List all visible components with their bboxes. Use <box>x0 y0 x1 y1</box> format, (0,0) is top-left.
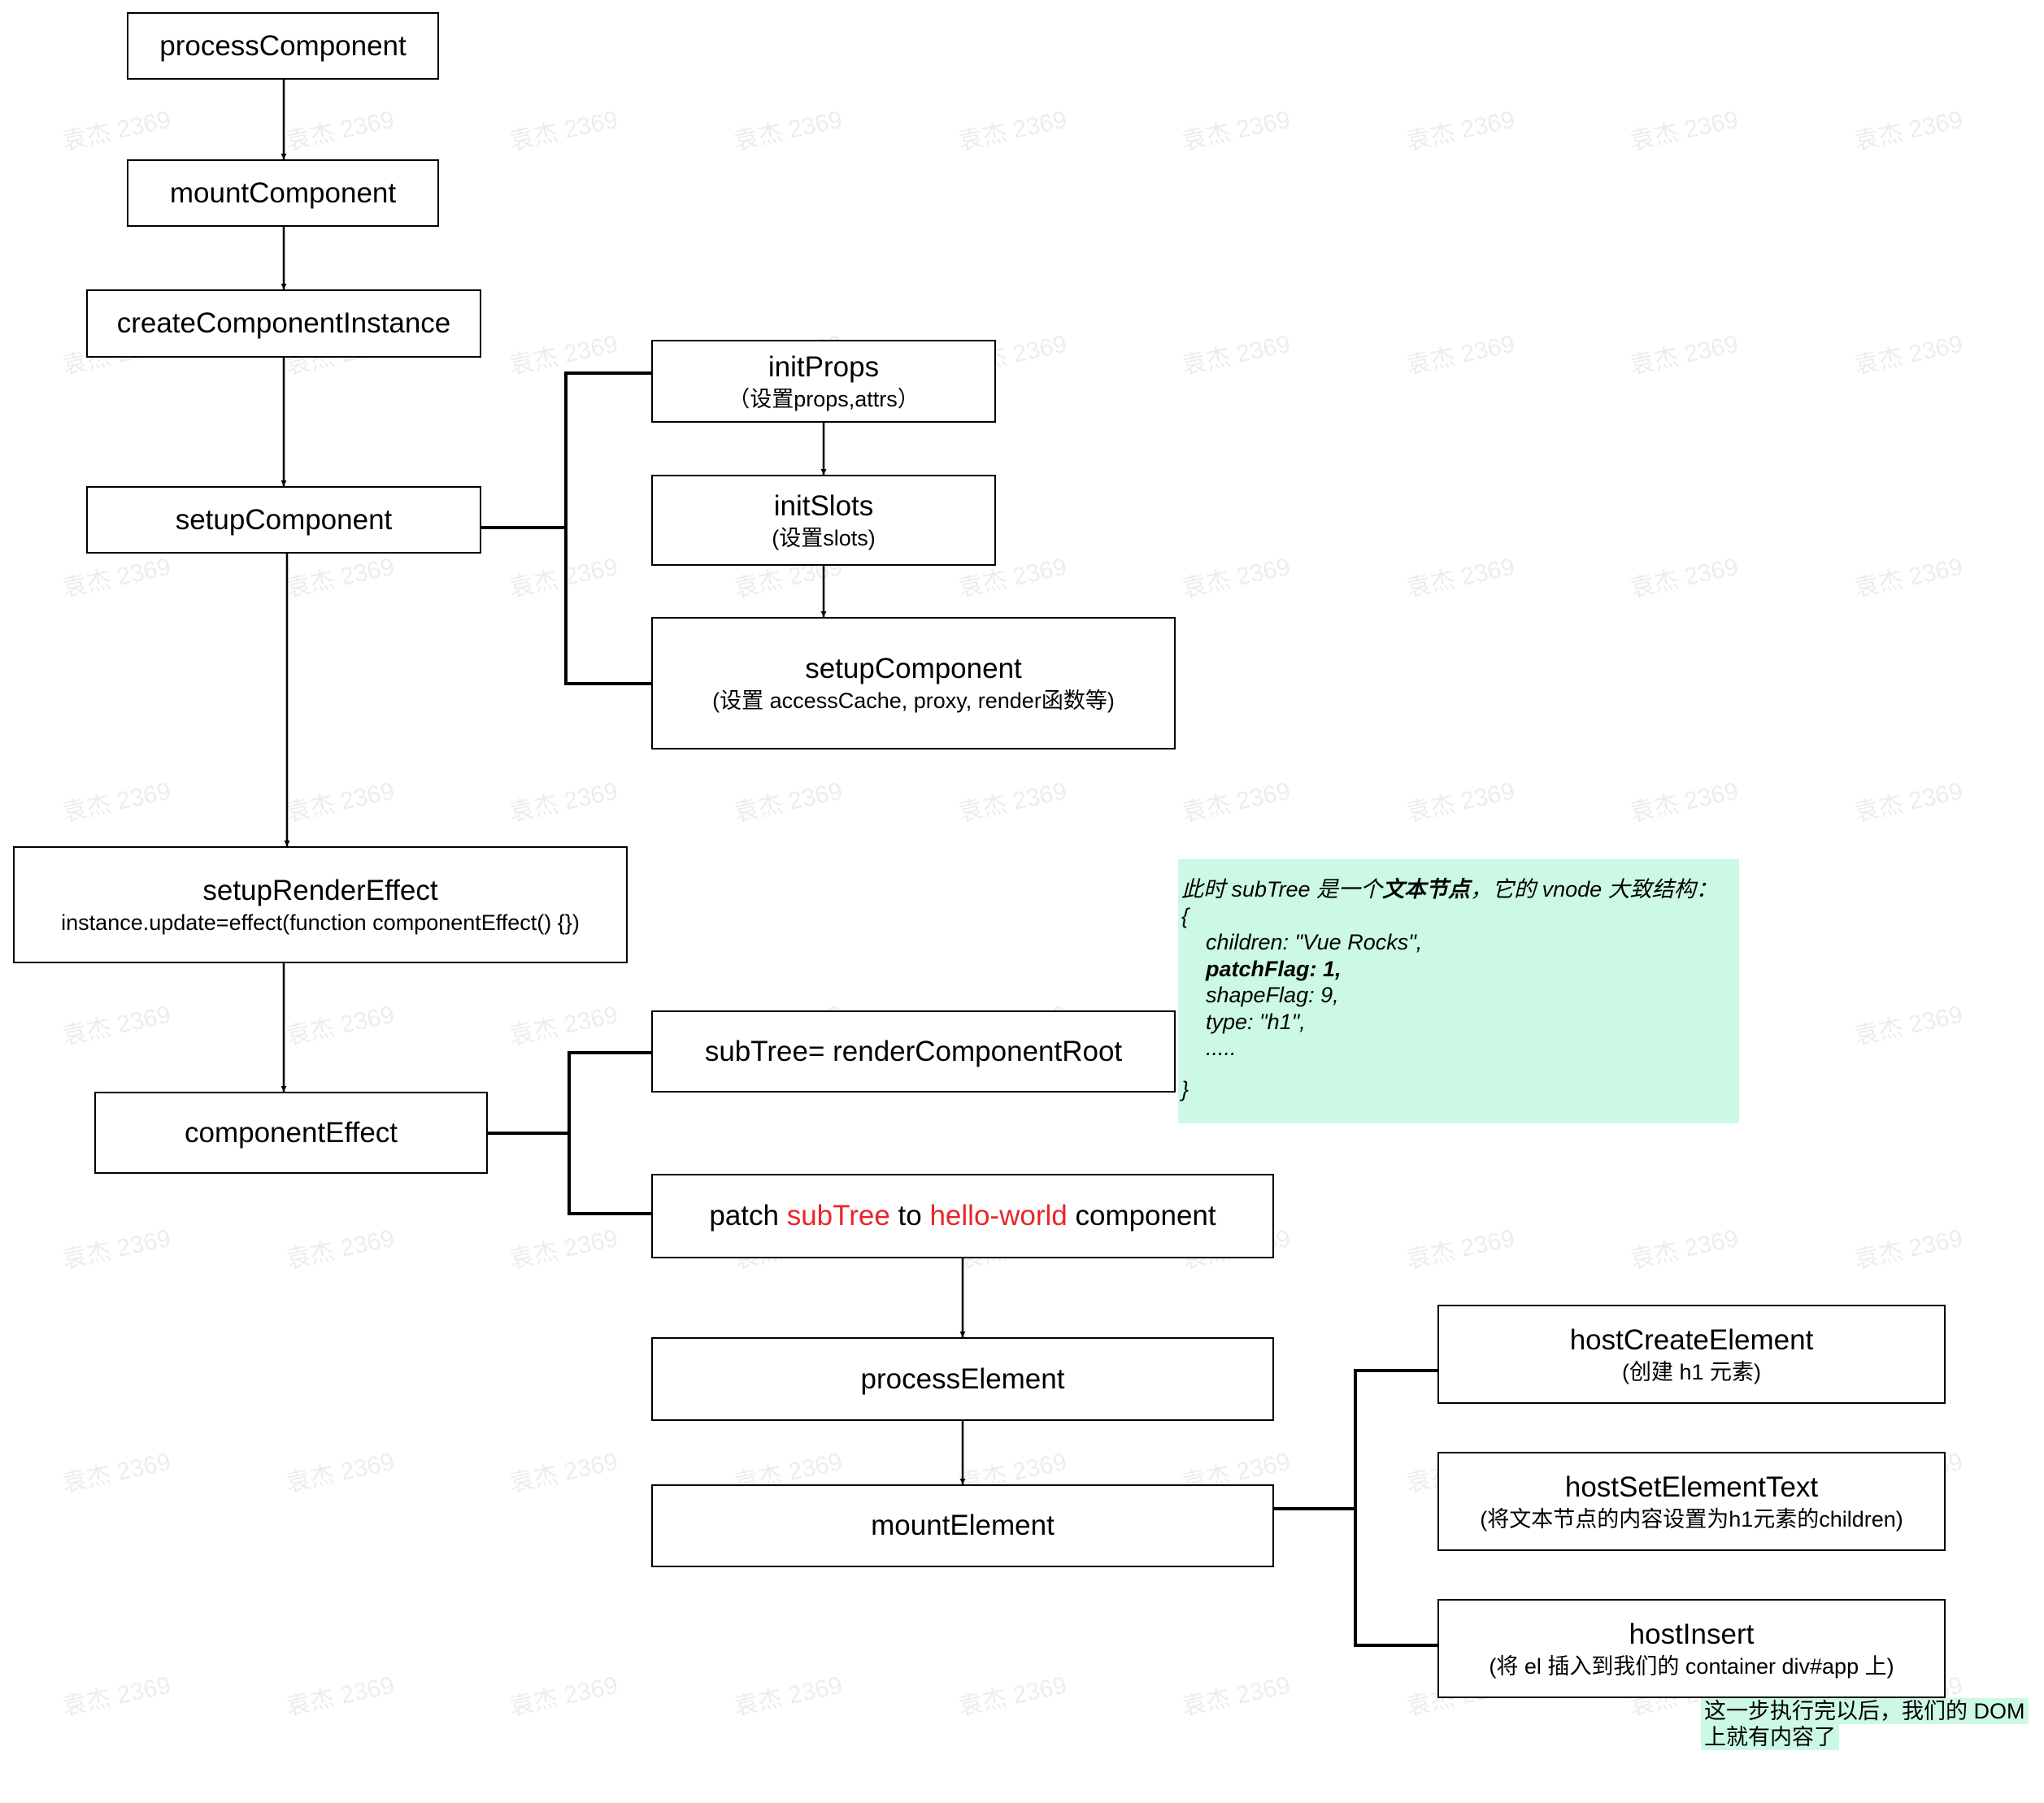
node-title: subTree= renderComponentRoot <box>704 1035 1123 1067</box>
node-setupcomponent: setupComponent <box>86 486 481 554</box>
node-setuprendereffect: setupRenderEffect instance.update=effect… <box>13 846 628 963</box>
note-close-brace: } <box>1181 1076 1189 1101</box>
node-patch-subtree: patch subTree to hello-world component <box>651 1174 1274 1258</box>
node-title: patch subTree to hello-world component <box>709 1199 1216 1233</box>
node-componenteffect: componentEffect <box>94 1092 488 1174</box>
node-title: mountElement <box>871 1510 1055 1541</box>
patch-text-1: patch <box>709 1200 787 1232</box>
node-subtitle: (将 el 插入到我们的 container div#app 上) <box>1489 1653 1894 1679</box>
patch-text-hello-world: hello-world <box>929 1200 1068 1232</box>
node-subtitle: (设置 accessCache, proxy, render函数等) <box>712 689 1115 714</box>
node-title: hostCreateElement <box>1569 1323 1814 1356</box>
node-mountcomponent: mountComponent <box>127 159 439 227</box>
node-title: setupRenderEffect <box>202 874 438 906</box>
note-children: children: "Vue Rocks", <box>1206 930 1423 954</box>
note-patchflag: patchFlag: 1, <box>1206 956 1342 981</box>
node-hostsetelementtext: hostSetElementText (将文本节点的内容设置为h1元素的chil… <box>1437 1452 1946 1551</box>
patch-text-3: component <box>1067 1200 1216 1232</box>
node-title: hostInsert <box>1629 1618 1755 1650</box>
node-title: mountComponent <box>169 176 397 209</box>
node-setupcomponent-inner: setupComponent (设置 accessCache, proxy, r… <box>651 617 1176 749</box>
note-ellipsis: ..... <box>1206 1036 1237 1060</box>
node-title: initProps <box>768 350 880 383</box>
node-title: createComponentInstance <box>116 307 451 339</box>
footnote-line-2: 上就有内容了 <box>1701 1724 1839 1750</box>
node-title: processComponent <box>159 29 407 62</box>
node-subtitle: (创建 h1 元素) <box>1621 1359 1762 1384</box>
note-shapeflag: shapeFlag: 9, <box>1206 983 1339 1007</box>
note-heading: 此时 subTree 是一个文本节点，它的 vnode 大致结构： <box>1181 877 1718 902</box>
node-processelement: processElement <box>651 1337 1274 1421</box>
patch-text-2: to <box>889 1200 930 1232</box>
dom-footnote: 这一步执行完以后，我们的 DOM 上就有内容了 <box>1701 1698 2029 1750</box>
node-initslots: initSlots (设置slots) <box>651 475 996 566</box>
note-open-brace: { <box>1181 903 1189 928</box>
bracket-mountelement-vertical <box>1354 1369 1437 1647</box>
node-title: setupComponent <box>805 653 1022 685</box>
bracket-componenteffect-vertical <box>568 1051 651 1215</box>
node-hostcreateelement: hostCreateElement (创建 h1 元素) <box>1437 1305 1946 1404</box>
node-subtitle: （设置props,attrs） <box>728 386 920 411</box>
patch-text-subtree: subTree <box>786 1200 890 1232</box>
node-createcomponentinstance: createComponentInstance <box>86 289 481 358</box>
note-heading-emphasis: 文本节点 <box>1382 877 1471 902</box>
footnote-line-1: 这一步执行完以后，我们的 DOM <box>1701 1698 2029 1724</box>
node-initprops: initProps （设置props,attrs） <box>651 340 996 423</box>
node-title: processElement <box>860 1362 1065 1395</box>
vnode-structure-note: 此时 subTree 是一个文本节点，它的 vnode 大致结构： { chil… <box>1178 859 1739 1123</box>
bracket-setupcomponent-vertical <box>564 371 651 685</box>
node-subtitle: instance.update=effect(function componen… <box>61 910 580 935</box>
node-hostinsert: hostInsert (将 el 插入到我们的 container div#ap… <box>1437 1599 1946 1698</box>
node-subtitle: (设置slots) <box>772 525 876 550</box>
node-title: setupComponent <box>175 503 393 536</box>
node-mountelement: mountElement <box>651 1484 1274 1567</box>
node-subtitle: (将文本节点的内容设置为h1元素的children) <box>1480 1506 1903 1531</box>
node-title: initSlots <box>773 489 874 522</box>
note-type: type: "h1", <box>1206 1009 1306 1034</box>
node-rendercomponentroot: subTree= renderComponentRoot <box>651 1010 1176 1093</box>
node-title: hostSetElementText <box>1564 1471 1819 1503</box>
node-processcomponent: processComponent <box>127 12 439 80</box>
node-title: componentEffect <box>184 1116 398 1149</box>
